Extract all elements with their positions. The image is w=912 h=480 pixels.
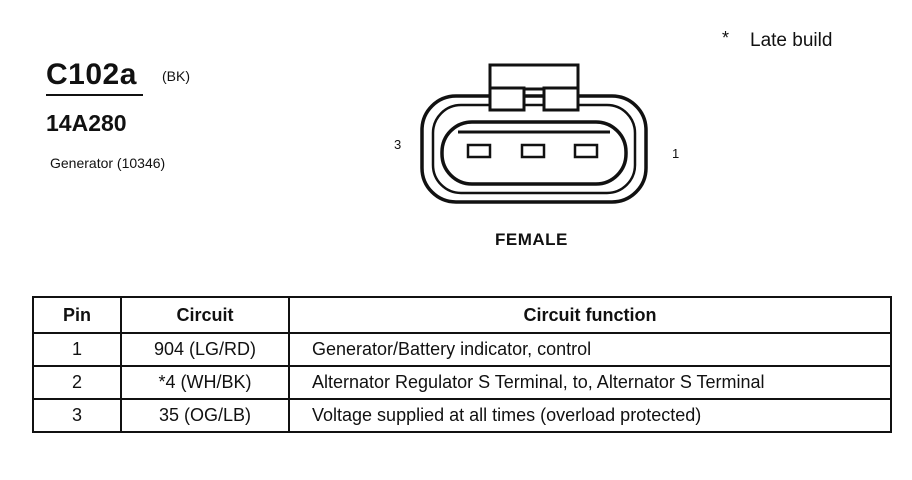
circuit-cell: *4 (WH/BK): [120, 365, 290, 400]
pin-cell: 3: [32, 398, 122, 433]
connector-gender: FEMALE: [495, 230, 568, 249]
component-name: Generator (10346): [50, 155, 166, 171]
header-circuit: Circuit: [120, 296, 290, 334]
pin-cell: 2: [32, 365, 122, 400]
terminal-2: [520, 143, 546, 159]
connector-housing-inner: [431, 103, 637, 195]
pinout-table: Pin Circuit Circuit function 1 904 (LG/R…: [32, 296, 892, 433]
header-circuit-function: Circuit function: [288, 296, 892, 334]
circuit-cell: 35 (OG/LB): [120, 398, 290, 433]
part-number: 14A280: [46, 110, 127, 136]
table-row: 3 35 (OG/LB) Voltage supplied at all tim…: [32, 398, 892, 433]
circuit-cell: 904 (LG/RD): [120, 332, 290, 367]
pin-cell: 1: [32, 332, 122, 367]
late-build-note: Late build: [750, 30, 833, 51]
connector-id: C102a: [46, 58, 137, 91]
circuit-function-cell: Voltage supplied at all times (overload …: [288, 398, 892, 433]
late-build-asterisk: *: [722, 28, 730, 48]
connector-id-underline: [46, 94, 143, 96]
header-pin: Pin: [32, 296, 122, 334]
table-header-row: Pin Circuit Circuit function: [32, 296, 892, 334]
table-row: 1 904 (LG/RD) Generator/Battery indicato…: [32, 332, 892, 367]
circuit-function-cell: Generator/Battery indicator, control: [288, 332, 892, 367]
connector-color-code: (BK): [162, 68, 190, 84]
pin-label-1: 1: [672, 146, 680, 161]
connector-face-diagram: [420, 63, 648, 204]
table-row: 2 *4 (WH/BK) Alternator Regulator S Term…: [32, 365, 892, 400]
circuit-function-cell: Alternator Regulator S Terminal, to, Alt…: [288, 365, 892, 400]
terminal-1: [573, 143, 599, 159]
pin-label-3: 3: [394, 137, 402, 152]
terminal-3: [466, 143, 492, 159]
